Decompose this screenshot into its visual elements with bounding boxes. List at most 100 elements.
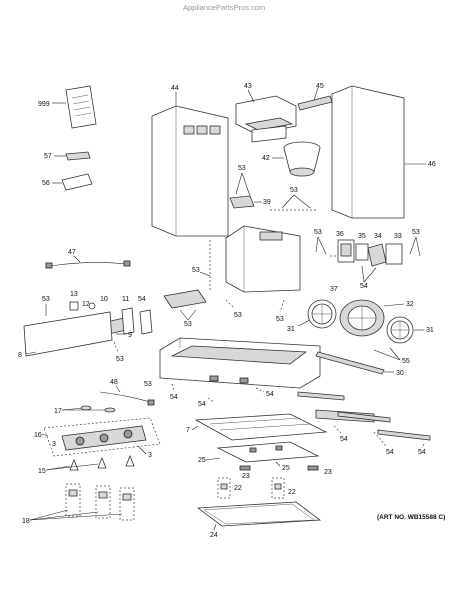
- callout-53-f: 53: [42, 296, 50, 303]
- part-13-knob: [69, 301, 79, 311]
- callout-15: 15: [38, 468, 46, 475]
- callout-22-b: 22: [288, 489, 296, 496]
- part-31-blower-wheel-left: [307, 299, 337, 329]
- part-30-light-bar: [315, 351, 385, 375]
- callout-17: 17: [54, 408, 62, 415]
- callout-11: 11: [122, 296, 129, 303]
- watermark: AppliancePartsPros.com: [183, 3, 265, 12]
- callout-3-a: 3: [52, 441, 56, 448]
- part-23-clip-right: [307, 465, 319, 471]
- callout-7: 7: [186, 427, 190, 434]
- callout-25-b: 25: [282, 465, 290, 472]
- part-8-control-panel: [23, 311, 113, 357]
- callout-54-d: 54: [266, 391, 274, 398]
- callout-8: 8: [18, 352, 22, 359]
- callout-53-ee: 53: [412, 229, 420, 236]
- part-33-capacitor: [385, 243, 403, 265]
- callout-31-b: 31: [426, 327, 434, 334]
- callout-10: 10: [100, 296, 108, 303]
- callout-46: 46: [428, 161, 436, 168]
- callout-53-dd: 53: [276, 316, 284, 323]
- part-11-board: [121, 307, 135, 335]
- callout-54-a: 54: [360, 283, 368, 290]
- callout-56: 56: [42, 180, 50, 187]
- callout-22-a: 22: [234, 485, 242, 492]
- callout-48: 48: [110, 379, 118, 386]
- callout-35: 35: [358, 233, 366, 240]
- part-blower-box: [225, 225, 301, 293]
- callout-12: 12: [82, 301, 90, 308]
- callout-54-h: 54: [418, 449, 426, 456]
- callout-3-b: 3: [148, 452, 152, 459]
- callout-18: 18: [22, 518, 30, 525]
- callout-53-e: 53: [314, 229, 322, 236]
- part-hood-body: [159, 337, 321, 389]
- part-16-light-housing: [43, 417, 161, 457]
- callout-53-i: 53: [144, 381, 152, 388]
- part-57-bracket: [65, 151, 91, 161]
- part-46-lower-duct-cover: [331, 85, 405, 219]
- part-54-filter-1: [297, 391, 345, 401]
- part-53-mount-bracket: [163, 289, 207, 309]
- part-45-strip: [297, 95, 333, 111]
- callout-30: 30: [396, 370, 404, 377]
- part-25-baffle-tray: [216, 441, 320, 463]
- callout-53-h: 53: [184, 321, 192, 328]
- callout-25-a: 25: [198, 457, 206, 464]
- callout-999: 999: [38, 101, 50, 108]
- callout-23-b: 23: [324, 469, 332, 476]
- callout-39: 39: [263, 199, 271, 206]
- callout-44: 44: [171, 85, 179, 92]
- callout-45: 45: [316, 83, 324, 90]
- part-23-clip-left: [239, 465, 251, 471]
- part-43-damper-housing: [235, 95, 297, 143]
- part-34-control-board: [367, 243, 387, 267]
- part-22-socket-right: [271, 477, 285, 499]
- callout-43: 43: [244, 83, 252, 90]
- part-31-blower-wheel-right: [386, 316, 414, 344]
- callout-47: 47: [68, 249, 76, 256]
- part-54-filter-4: [377, 429, 431, 441]
- part-18-sockets: [65, 483, 135, 521]
- callout-36: 36: [336, 231, 344, 238]
- part-44-upper-duct-cover: [151, 105, 229, 237]
- callout-53-b: 53: [290, 187, 298, 194]
- part-47-power-cord: [45, 260, 131, 269]
- callout-33: 33: [394, 233, 402, 240]
- part-15-bulbs: [69, 454, 135, 471]
- callout-54-e: 54: [198, 401, 206, 408]
- part-54-filter-3: [337, 411, 391, 423]
- part-12-lens: [88, 302, 96, 310]
- callout-53-d: 53: [234, 312, 242, 319]
- callout-24: 24: [210, 532, 218, 539]
- part-22-socket-left: [217, 477, 231, 499]
- part-24-glass-panel: [196, 501, 322, 527]
- callout-16: 16: [34, 432, 42, 439]
- callout-9: 9: [128, 332, 132, 339]
- part-36-switch: [337, 239, 355, 263]
- part-42-duct-collar: [283, 141, 321, 177]
- callout-54-b: 54: [138, 296, 146, 303]
- part-56-plate: [61, 173, 93, 191]
- callout-57: 57: [44, 153, 52, 160]
- callout-55: 55: [402, 358, 410, 365]
- part-48-harness: [99, 391, 155, 406]
- art-number: (ART NO. WB15588 C): [377, 514, 445, 521]
- callout-13: 13: [70, 291, 78, 298]
- callout-23-a: 23: [242, 473, 250, 480]
- part-54-bracket: [139, 309, 153, 335]
- callout-42: 42: [262, 155, 270, 162]
- callout-32: 32: [406, 301, 414, 308]
- callout-54-c: 54: [170, 394, 178, 401]
- part-owners-manual: [65, 85, 97, 129]
- callout-31-a: 31: [287, 326, 295, 333]
- callout-53-g: 53: [116, 356, 124, 363]
- part-32-blower-motor: [339, 299, 385, 337]
- callout-53-c: 53: [192, 267, 200, 274]
- part-7-filter-frame: [194, 413, 328, 441]
- callout-53-a: 53: [238, 165, 246, 172]
- part-35-relay: [355, 243, 369, 261]
- callout-34: 34: [374, 233, 382, 240]
- callout-54-g: 54: [386, 449, 394, 456]
